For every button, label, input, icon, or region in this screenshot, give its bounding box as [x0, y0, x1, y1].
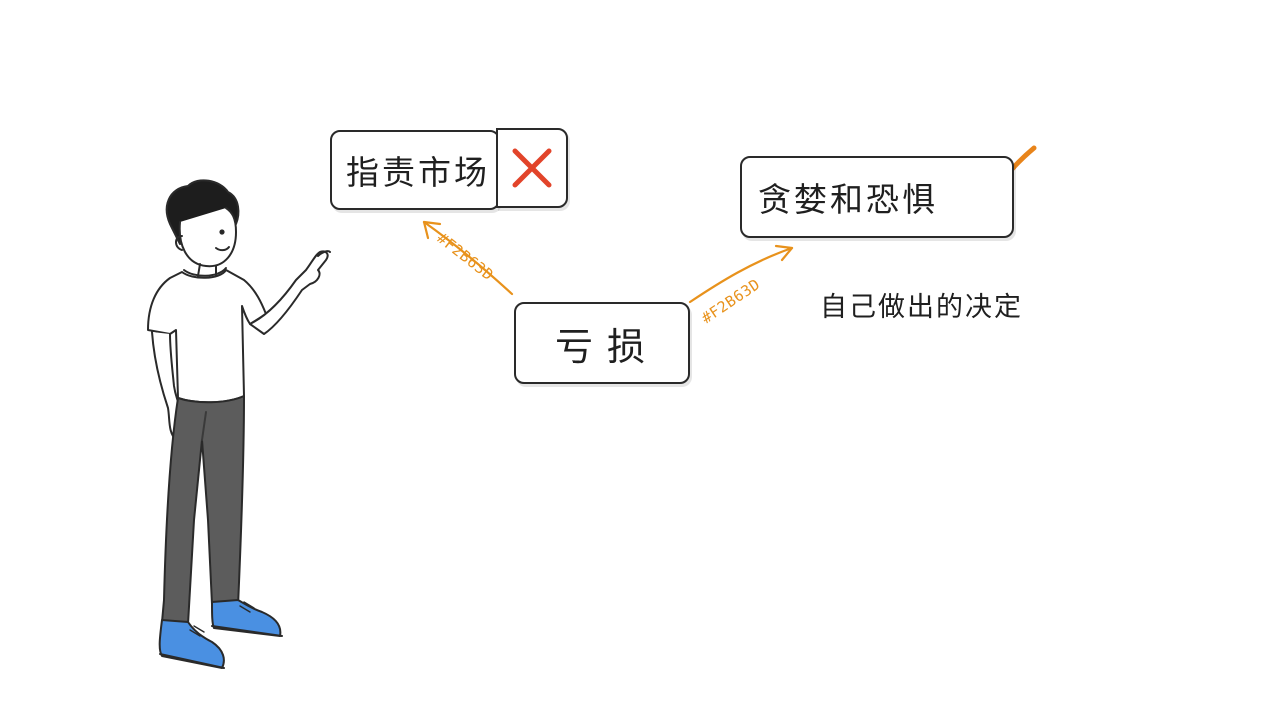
cross-icon	[512, 148, 552, 188]
arrow-label-left: #F2B63D	[434, 229, 498, 284]
person-shoe-laces	[189, 601, 255, 637]
loss-box: 亏损	[514, 302, 690, 384]
person-pants	[161, 395, 245, 625]
person-shoe-right-sole	[211, 625, 283, 637]
own-decision-note: 自己做出的决定	[820, 292, 1023, 323]
person-shoe-right	[211, 599, 282, 637]
person-head	[178, 207, 237, 268]
arrow-loss-to-blame	[422, 220, 514, 296]
person-pointing-finger	[317, 250, 331, 257]
blame-market-label: 指责市场	[346, 153, 490, 192]
blame-market-box: 指责市场	[330, 130, 500, 210]
person-collar	[183, 267, 227, 277]
person-right-arm	[249, 250, 329, 335]
greed-fear-label: 贪婪和恐惧	[758, 180, 938, 219]
person-ear	[175, 235, 183, 251]
person-pants-crease	[201, 411, 207, 441]
person-eye	[219, 229, 225, 235]
arrow-loss-to-greed-fear	[688, 244, 794, 304]
person-shoe-left	[158, 619, 225, 669]
loss-label: 亏损	[554, 324, 659, 369]
person-shoe-left-sole	[159, 653, 225, 669]
person-shirt	[147, 269, 267, 404]
arrow-label-right: #F2B63D	[698, 275, 763, 327]
blame-reject-box	[496, 128, 568, 208]
person-illustration	[147, 179, 331, 669]
person-smile	[215, 246, 230, 252]
greed-fear-box: 贪婪和恐惧	[740, 156, 1014, 238]
